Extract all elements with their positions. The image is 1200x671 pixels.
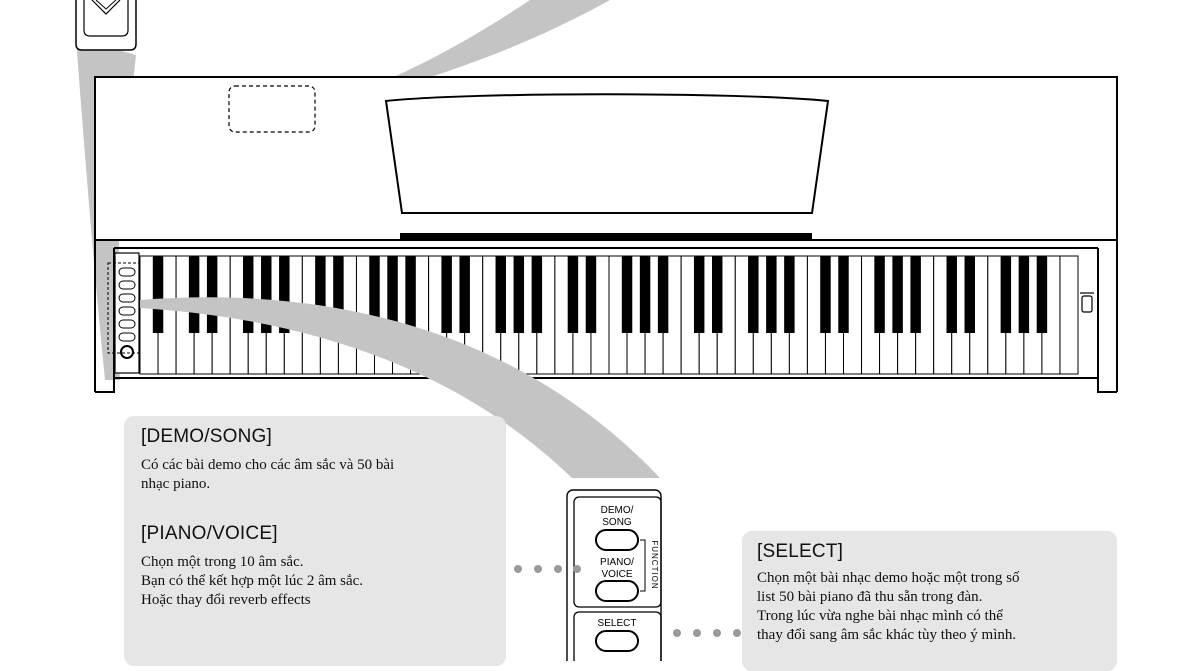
function-label: FUNCTION <box>650 540 659 589</box>
black-key <box>513 256 525 333</box>
piano-voice-line: Chọn một trong 10 âm sắc. <box>141 554 304 570</box>
left-control-strip <box>107 252 145 374</box>
demo-song-line: Có các bài demo cho các âm sắc và 50 bài <box>141 457 395 473</box>
black-key <box>910 256 921 333</box>
demo-song-button[interactable] <box>595 529 639 551</box>
callout-left: [DEMO/SONG] Có các bài demo cho các âm s… <box>124 416 506 666</box>
black-key <box>657 256 669 333</box>
demo-song-heading: [DEMO/SONG] <box>141 426 272 447</box>
volume-knob <box>120 345 134 359</box>
control-button <box>118 306 136 316</box>
connector-dots-right <box>673 629 741 637</box>
select-line: Chọn một bài nhạc demo hoặc một trong số <box>757 570 1020 586</box>
black-key <box>243 256 254 333</box>
select-button[interactable] <box>595 630 639 652</box>
black-key <box>1000 256 1012 333</box>
callout-right: [SELECT] Chọn một bài nhạc demo hoặc một… <box>742 531 1117 671</box>
piano-voice-description: Chọn một trong 10 âm sắc. Bạn có thể kết… <box>141 553 491 610</box>
select-line: thay đổi sang âm sắc khác tùy theo ý mìn… <box>757 627 1017 643</box>
black-key <box>892 256 903 333</box>
black-key <box>495 256 506 333</box>
zoom-box-top-left <box>75 0 137 51</box>
piano-voice-line: Bạn có thể kết hợp một lúc 2 âm sắc. <box>141 573 364 589</box>
right-side-switch <box>1080 292 1094 313</box>
select-line: list 50 bài piano đã thu sẵn trong đàn. <box>757 589 983 605</box>
black-key <box>333 256 344 333</box>
speaker-zone <box>228 85 316 133</box>
select-description: Chọn một bài nhạc demo hoặc một trong số… <box>757 569 1112 645</box>
panel-zoom: DEMO/ SONG PIANO/ VOICE FUNCTION SELECT <box>566 489 662 671</box>
black-key <box>874 256 885 333</box>
control-button <box>118 332 136 342</box>
black-key <box>693 256 705 333</box>
black-key <box>152 256 164 333</box>
black-key <box>279 256 290 333</box>
black-key <box>369 256 380 333</box>
black-key <box>820 256 831 333</box>
beam-to-panel-zoom <box>140 297 660 478</box>
black-key <box>261 256 272 333</box>
black-key <box>315 256 326 333</box>
black-key <box>405 256 416 333</box>
music-rest <box>384 93 830 241</box>
keyboard <box>139 255 1079 375</box>
black-key <box>1036 256 1048 333</box>
black-key <box>766 256 777 333</box>
control-button <box>118 293 136 303</box>
control-button <box>118 319 136 329</box>
piano-voice-label-line1: PIANO/ <box>600 557 634 568</box>
black-key <box>964 256 975 333</box>
function-bracket <box>640 539 646 592</box>
connector-dots-left <box>514 565 581 573</box>
black-key <box>1018 256 1030 333</box>
demo-song-description: Có các bài demo cho các âm sắc và 50 bài… <box>141 456 491 494</box>
black-key <box>206 256 218 333</box>
piano-voice-button[interactable] <box>595 580 639 602</box>
piano-voice-line: Hoặc thay đổi reverb effects <box>141 592 311 608</box>
black-key <box>946 256 957 333</box>
left-control-buttons <box>118 267 136 359</box>
black-key <box>459 256 470 333</box>
control-button <box>118 267 136 277</box>
black-key <box>784 256 795 333</box>
piano-voice-label-line2: VOICE <box>601 569 632 580</box>
black-key <box>188 256 200 333</box>
piano-voice-heading: [PIANO/VOICE] <box>141 523 278 544</box>
select-label: SELECT <box>598 618 637 629</box>
select-line: Trong lúc vừa nghe bài nhạc mình có thể <box>757 608 1003 624</box>
black-key <box>585 256 597 333</box>
black-key <box>712 256 723 333</box>
white-key <box>1059 255 1079 375</box>
black-key <box>621 256 633 333</box>
black-key <box>567 256 579 333</box>
black-key <box>387 256 398 333</box>
black-key <box>531 256 543 333</box>
demo-song-label-line1: DEMO/ <box>601 505 634 516</box>
black-key <box>838 256 849 333</box>
black-key <box>441 256 452 333</box>
black-key <box>748 256 759 333</box>
black-key <box>639 256 651 333</box>
demo-song-label-line2: SONG <box>602 517 632 528</box>
select-heading: [SELECT] <box>757 541 844 562</box>
control-button <box>118 280 136 290</box>
demo-song-line: nhạc piano. <box>141 476 211 492</box>
